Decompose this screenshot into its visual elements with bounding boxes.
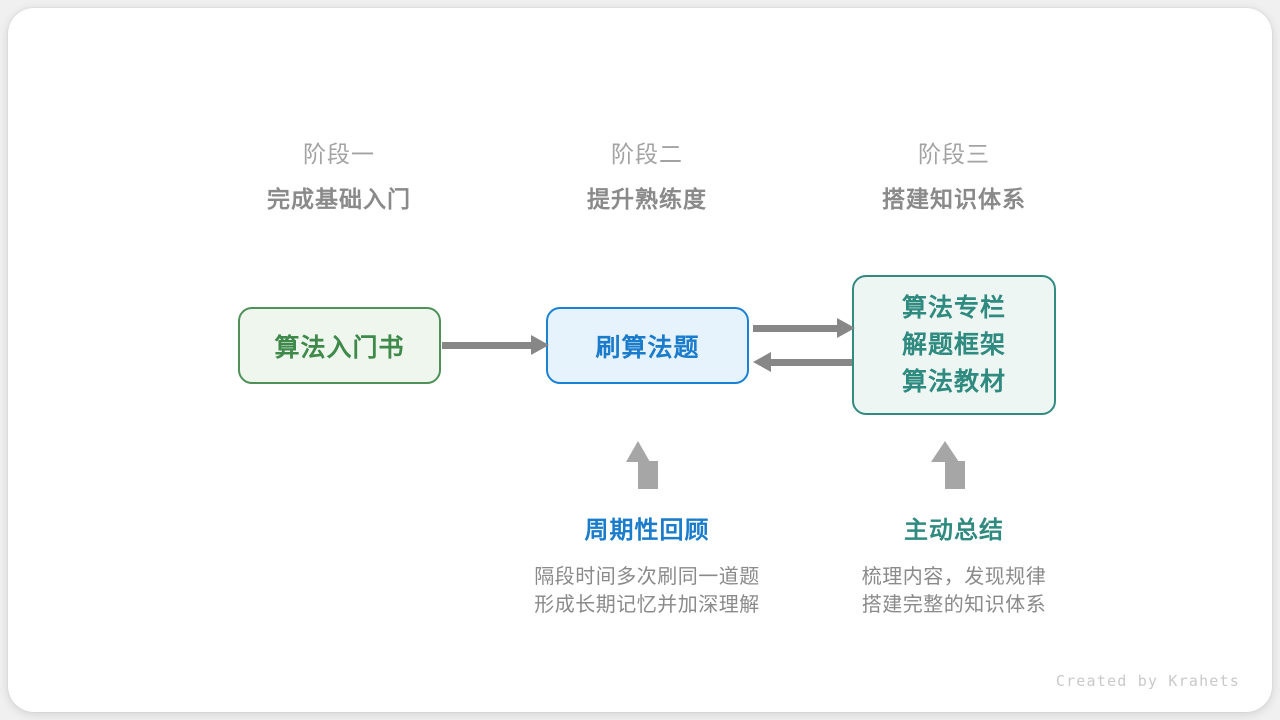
node-practice-problems-label: 刷算法题	[595, 333, 700, 362]
stage-title-1: 完成基础入门	[267, 186, 411, 212]
node-beginner-book[interactable]: 算法入门书	[238, 307, 441, 384]
annotation-active-summary: 主动总结 梳理内容，发现规律 搭建完整的知识体系	[804, 515, 1104, 619]
arrow-up-active-summary-icon	[927, 441, 983, 489]
arrow-shaft	[638, 461, 658, 489]
diagram-canvas: 阶段一 完成基础入门 阶段二 提升熟练度 阶段三 搭建知识体系 算法入门书 刷算…	[8, 8, 1272, 712]
stage-number-1: 阶段一	[303, 141, 375, 167]
arrow-up-periodic-review-icon	[621, 441, 675, 489]
stage-number-3: 阶段三	[918, 141, 990, 167]
stage-header-1: 阶段一 完成基础入门	[209, 138, 469, 216]
stage-number-2: 阶段二	[611, 141, 683, 167]
annotation-desc-line: 形成长期记忆并加深理解	[534, 594, 760, 616]
node-knowledge-system-line-2: 解题框架	[901, 330, 1006, 359]
arrow-practice-to-resources-icon	[753, 318, 855, 338]
node-beginner-book-label: 算法入门书	[274, 333, 405, 362]
node-knowledge-system-line-1: 算法专栏	[901, 293, 1006, 322]
annotation-periodic-review-desc: 隔段时间多次刷同一道题 形成长期记忆并加深理解	[497, 563, 797, 619]
arrow-resources-to-practice-icon	[753, 352, 852, 372]
arrow-head	[626, 441, 650, 462]
stage-title-2: 提升熟练度	[587, 186, 707, 212]
stage-header-3: 阶段三 搭建知识体系	[824, 138, 1084, 216]
annotation-desc-line: 搭建完整的知识体系	[861, 594, 1047, 616]
annotation-desc-line: 隔段时间多次刷同一道题	[534, 566, 760, 588]
annotation-periodic-review-title: 周期性回顾	[584, 517, 710, 544]
arrow-head	[931, 441, 959, 462]
annotation-active-summary-title: 主动总结	[904, 517, 1004, 544]
annotation-desc-line: 梳理内容，发现规律	[861, 566, 1047, 588]
stage-header-2: 阶段二 提升熟练度	[517, 138, 777, 216]
annotation-active-summary-desc: 梳理内容，发现规律 搭建完整的知识体系	[804, 563, 1104, 619]
node-knowledge-system[interactable]: 算法专栏 解题框架 算法教材	[852, 275, 1056, 415]
annotation-periodic-review: 周期性回顾 隔段时间多次刷同一道题 形成长期记忆并加深理解	[497, 515, 797, 619]
node-practice-problems[interactable]: 刷算法题	[546, 307, 749, 384]
footer-credit: Created by Krahets	[1055, 672, 1240, 690]
stage-title-3: 搭建知识体系	[882, 186, 1026, 212]
node-knowledge-system-line-3: 算法教材	[901, 367, 1006, 396]
arrow-book-to-practice-icon	[442, 335, 549, 355]
arrow-shaft	[945, 461, 965, 489]
